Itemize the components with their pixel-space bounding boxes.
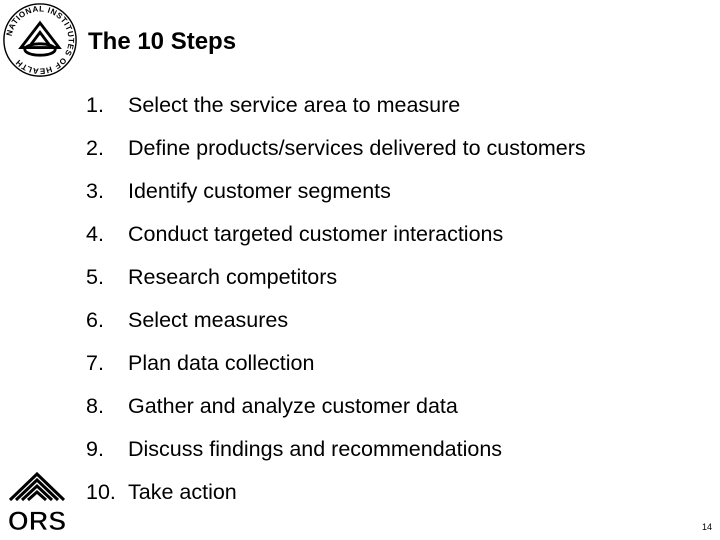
step-text: Select the service area to measure <box>128 92 461 117</box>
ors-logo: ORS <box>7 471 67 536</box>
step-number: 7. <box>86 351 104 376</box>
list-item: 2. Define products/services delivered to … <box>86 126 586 169</box>
slide-title: The 10 Steps <box>88 28 237 55</box>
step-number: 5. <box>86 264 104 289</box>
step-text: Conduct targeted customer interactions <box>128 221 504 246</box>
step-text: Discuss findings and recommendations <box>128 437 503 462</box>
list-item: 4. Conduct targeted customer interactions <box>86 212 586 255</box>
step-number: 1. <box>86 92 104 117</box>
step-number: 3. <box>86 178 104 203</box>
step-number: 4. <box>86 221 104 246</box>
list-item: 1. Select the service area to measure <box>86 83 586 126</box>
svg-text:NATIONAL INSTITUTES OF HEALTH: NATIONAL INSTITUTES OF HEALTH <box>5 4 76 75</box>
list-item: 6. Select measures <box>86 298 586 341</box>
step-text: Identify customer segments <box>128 178 391 203</box>
steps-list: 1. Select the service area to measure 2. D… <box>86 83 586 514</box>
step-text: Gather and analyze customer data <box>128 394 458 419</box>
list-item: 10. Take action <box>86 471 586 514</box>
nih-emblem <box>18 20 62 57</box>
nih-logo: NATIONAL INSTITUTES OF HEALTH <box>3 3 77 77</box>
list-item: 3. Identify customer segments <box>86 169 586 212</box>
step-text: Plan data collection <box>128 351 315 376</box>
step-number: 8. <box>86 394 104 419</box>
step-text: Define products/services delivered to cu… <box>128 135 586 160</box>
step-number: 10. <box>86 480 116 505</box>
list-item: 8. Gather and analyze customer data <box>86 385 586 428</box>
step-number: 9. <box>86 437 104 462</box>
svg-text:ORS: ORS <box>8 506 67 536</box>
step-text: Select measures <box>128 308 289 333</box>
step-number: 6. <box>86 308 104 333</box>
step-number: 2. <box>86 135 104 160</box>
step-text: Research competitors <box>128 264 338 289</box>
list-item: 9. Discuss findings and recommendations <box>86 428 586 471</box>
step-text: Take action <box>128 480 237 505</box>
list-item: 5. Research competitors <box>86 255 586 298</box>
list-item: 7. Plan data collection <box>86 342 586 385</box>
page-number: 14 <box>701 522 712 532</box>
